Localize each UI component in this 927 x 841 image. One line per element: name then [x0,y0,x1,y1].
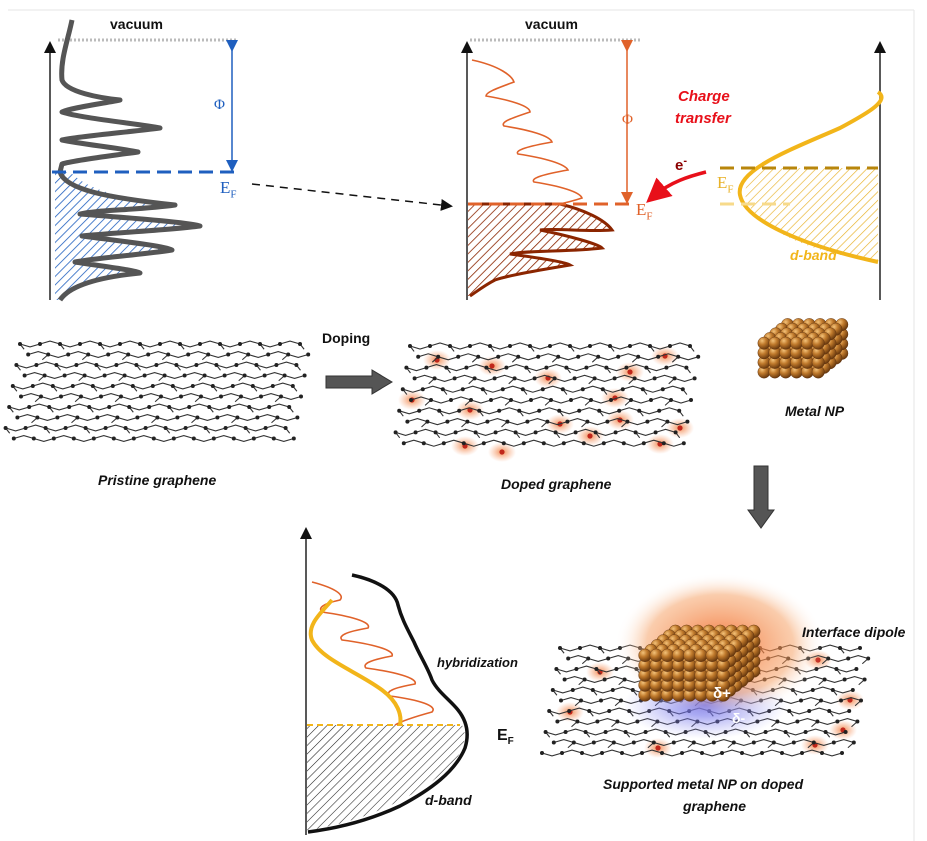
dopant-sites [398,346,694,462]
doped-occupied-outline [468,202,615,298]
hybrid-fermi-symbol: E [497,727,508,744]
hybrid-dband-label: d-band [425,792,472,808]
pristine-occupied-states [55,172,198,300]
metal-fermi-subscript: F [727,183,734,196]
metal-nanoparticle [757,318,849,379]
electron-label: e- [675,155,687,174]
supported-np-caption-line2: graphene [683,798,747,814]
hybridization-label: hybridization [437,655,518,670]
pristine-fermi-symbol: E [220,178,231,197]
pristine-fermi-label: EF [220,178,237,200]
doped-work-function-label: Φ [622,112,633,128]
electron-charge-sign: - [683,155,688,167]
pristine-graphene-sheet [3,340,311,443]
doping-label: Doping [322,330,371,346]
doped-dos-panel [461,38,707,300]
charge-transfer-label-line1: Charge [678,88,730,105]
hybrid-fermi-label: EF [497,727,514,747]
doped-fermi-label: EF [636,200,653,222]
metal-fermi-symbol: E [717,173,728,192]
pristine-dos-curve [57,19,203,302]
pristine-vacuum-label: vacuum [110,16,163,32]
doping-arrow [325,369,393,395]
fermi-shift-arrow [251,183,453,211]
doped-fermi-symbol: E [636,200,647,219]
charge-transfer-label-line2: transfer [675,110,731,127]
delta-plus-label: δ+ [713,685,731,702]
doped-graphene-caption: Doped graphene [501,476,612,492]
delta-minus-label: δ- [732,710,746,726]
hybrid-fermi-subscript: F [507,736,514,748]
doped-fermi-subscript: F [646,210,653,223]
pristine-graphene-caption: Pristine graphene [98,472,217,488]
metal-dband-label: d-band [790,247,837,263]
metal-np-caption: Metal NP [785,403,845,419]
supported-metal-nanoparticle [638,624,761,702]
supported-np-caption-line1: Supported metal NP on doped [603,776,804,792]
hybrid-occupied-states [307,725,465,830]
electron-symbol: e [675,157,684,174]
charge-transfer-arrow [646,170,707,203]
metal-dos-panel [720,41,886,300]
metal-fermi-label: EF [717,173,734,195]
metal-dband-curve [737,90,884,264]
interface-dipole-label: Interface dipole [802,624,906,640]
metal-occupied-states [745,168,878,262]
hybrid-dband-curve [308,598,403,726]
hybrid-graphene-dos-curve [311,581,434,726]
pristine-fermi-subscript: F [230,188,237,201]
doped-dos-curve [471,59,584,206]
pristine-work-function-label: Φ [214,97,225,113]
doped-graphene-sheet [393,342,701,447]
hybrid-dos-panel [300,527,469,835]
attach-arrow [747,465,775,529]
pristine-dos-panel [44,19,238,302]
hybrid-total-dos-curve [307,573,469,834]
doped-vacuum-label: vacuum [525,16,578,32]
